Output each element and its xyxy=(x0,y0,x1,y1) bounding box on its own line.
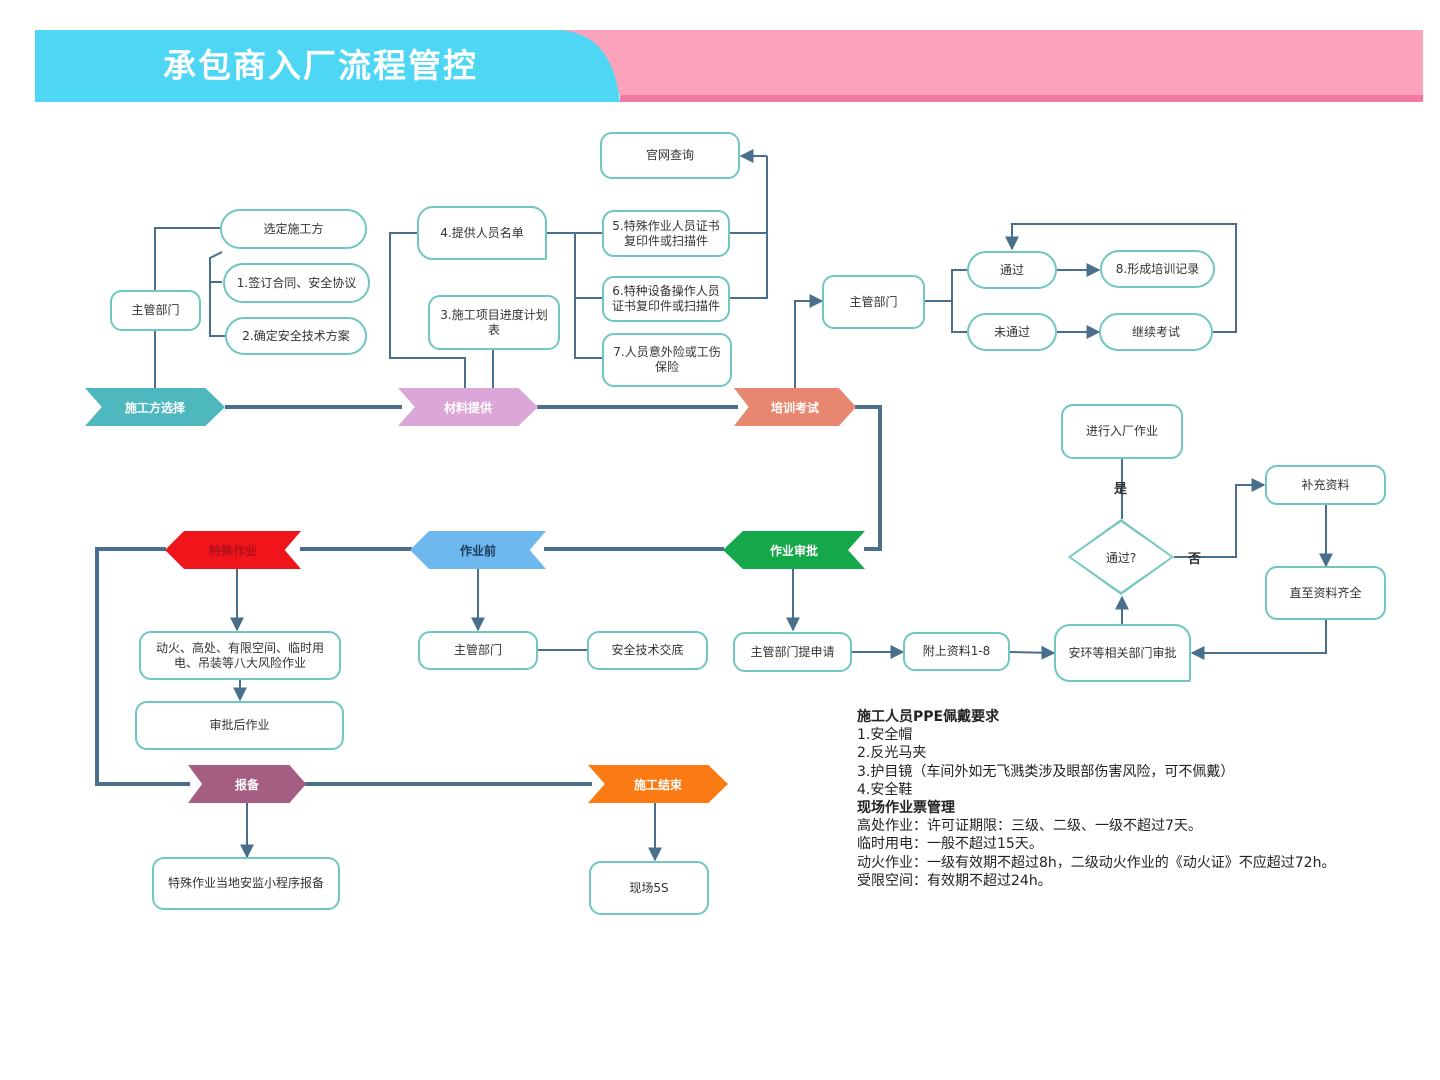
line-personnel-certs xyxy=(547,232,602,359)
banner-underline xyxy=(620,95,1423,102)
node-special-cert: 5.特殊作业人员证书复印件或扫描件 xyxy=(602,210,730,257)
node-fail: 未通过 xyxy=(967,313,1057,351)
ppe-item: 4.安全鞋 xyxy=(857,781,913,798)
line-training-dept xyxy=(794,294,824,388)
line-complete-env xyxy=(1190,620,1327,660)
banner-cyan-band xyxy=(35,30,620,102)
node-official-check: 官网查询 xyxy=(600,132,740,179)
permit-item: 临时用电：一般不超过15天。 xyxy=(857,836,1043,853)
stage-work-approval: 作业审批 xyxy=(723,531,865,569)
ppe-item: 2.反光马夹 xyxy=(857,745,927,762)
permit-item: 动火作业：一级有效期不超过8h，二级动火作业的《动火证》不应超过72h。 xyxy=(857,854,1336,871)
permit-item: 高处作业：许可证期限：三级、二级、一级不超过7天。 xyxy=(857,818,1202,835)
ppe-title: 施工人员PPE佩戴要求 xyxy=(857,709,1000,725)
stage-pre-work: 作业前 xyxy=(410,531,546,569)
node-dept-c: 主管部门 xyxy=(418,631,538,670)
permit-title: 现场作业票管理 xyxy=(857,800,955,817)
node-complete: 直至资料齐全 xyxy=(1265,566,1386,620)
line-equip-up xyxy=(730,233,768,299)
stage-filing: 报备 xyxy=(188,765,306,803)
node-approved-work: 审批后作业 xyxy=(135,701,344,750)
node-attach: 附上资料1-8 xyxy=(903,632,1010,671)
stage-construction-end: 施工结束 xyxy=(588,765,728,803)
node-supplement: 补充资料 xyxy=(1265,465,1386,505)
node-insurance: 7.人员意外险或工伤保险 xyxy=(602,333,732,387)
node-dept-b: 主管部门 xyxy=(822,275,925,329)
main-flow-line xyxy=(95,405,882,786)
node-eight-risks: 动火、高处、有限空间、临时用电、吊装等八大风险作业 xyxy=(139,631,341,680)
line-attach-env xyxy=(1009,645,1056,660)
label-yes: 是 xyxy=(1114,482,1128,497)
node-site-5s: 现场5S xyxy=(589,861,709,915)
stage-material-supply: 材料提供 xyxy=(398,388,538,426)
stage-special-work: 特殊作业 xyxy=(165,531,301,569)
node-pass: 通过 xyxy=(967,251,1057,289)
stage-contractor-selection: 施工方选择 xyxy=(85,388,225,426)
line-retake-loop xyxy=(1005,223,1237,333)
line-select-dept xyxy=(154,227,222,388)
label-no: 否 xyxy=(1188,552,1202,567)
node-enter-work: 进行入厂作业 xyxy=(1061,404,1183,459)
ppe-item: 1.安全帽 xyxy=(857,727,913,744)
node-equip-cert: 6.特种设备操作人员证书复印件或扫描件 xyxy=(602,276,730,322)
node-schedule: 3.施工项目进度计划表 xyxy=(428,295,560,350)
header-banner xyxy=(35,30,1423,102)
node-select-contractor: 选定施工方 xyxy=(220,209,367,249)
node-personnel-list: 4.提供人员名单 xyxy=(417,206,547,260)
line-dept-branch xyxy=(925,269,967,333)
node-training-record: 8.形成培训记录 xyxy=(1100,250,1215,288)
stage-training-exam: 培训考试 xyxy=(734,388,856,426)
node-env-approval: 安环等相关部门审批 xyxy=(1054,624,1191,682)
node-dept-apply: 主管部门提申请 xyxy=(733,632,852,672)
line-decision-supplement xyxy=(1174,478,1266,558)
line-material-tree xyxy=(389,232,494,388)
node-mini-program: 特殊作业当地安监小程序报备 xyxy=(152,857,340,910)
node-dept-a: 主管部门 xyxy=(110,290,201,331)
line-dept-subitems xyxy=(209,251,227,337)
notes-panel: 施工人员PPE佩戴要求 1.安全帽 2.反光马夹 3.护目镜（车间外如无飞溅类涉… xyxy=(857,708,1417,890)
node-safety-brief: 安全技术交底 xyxy=(587,631,708,670)
page-title: 承包商入厂流程管控 xyxy=(163,46,478,85)
node-safety-plan: 2.确定安全技术方案 xyxy=(225,317,367,355)
node-sign-contract: 1.签订合同、安全协议 xyxy=(223,263,370,303)
permit-item: 受限空间：有效期不超过24h。 xyxy=(857,872,1052,889)
ppe-item: 3.护目镜（车间外如无飞溅类涉及眼部伤害风险，可不佩戴） xyxy=(857,763,1235,780)
node-retake: 继续考试 xyxy=(1099,313,1213,351)
banner-pink-band xyxy=(560,30,1423,95)
